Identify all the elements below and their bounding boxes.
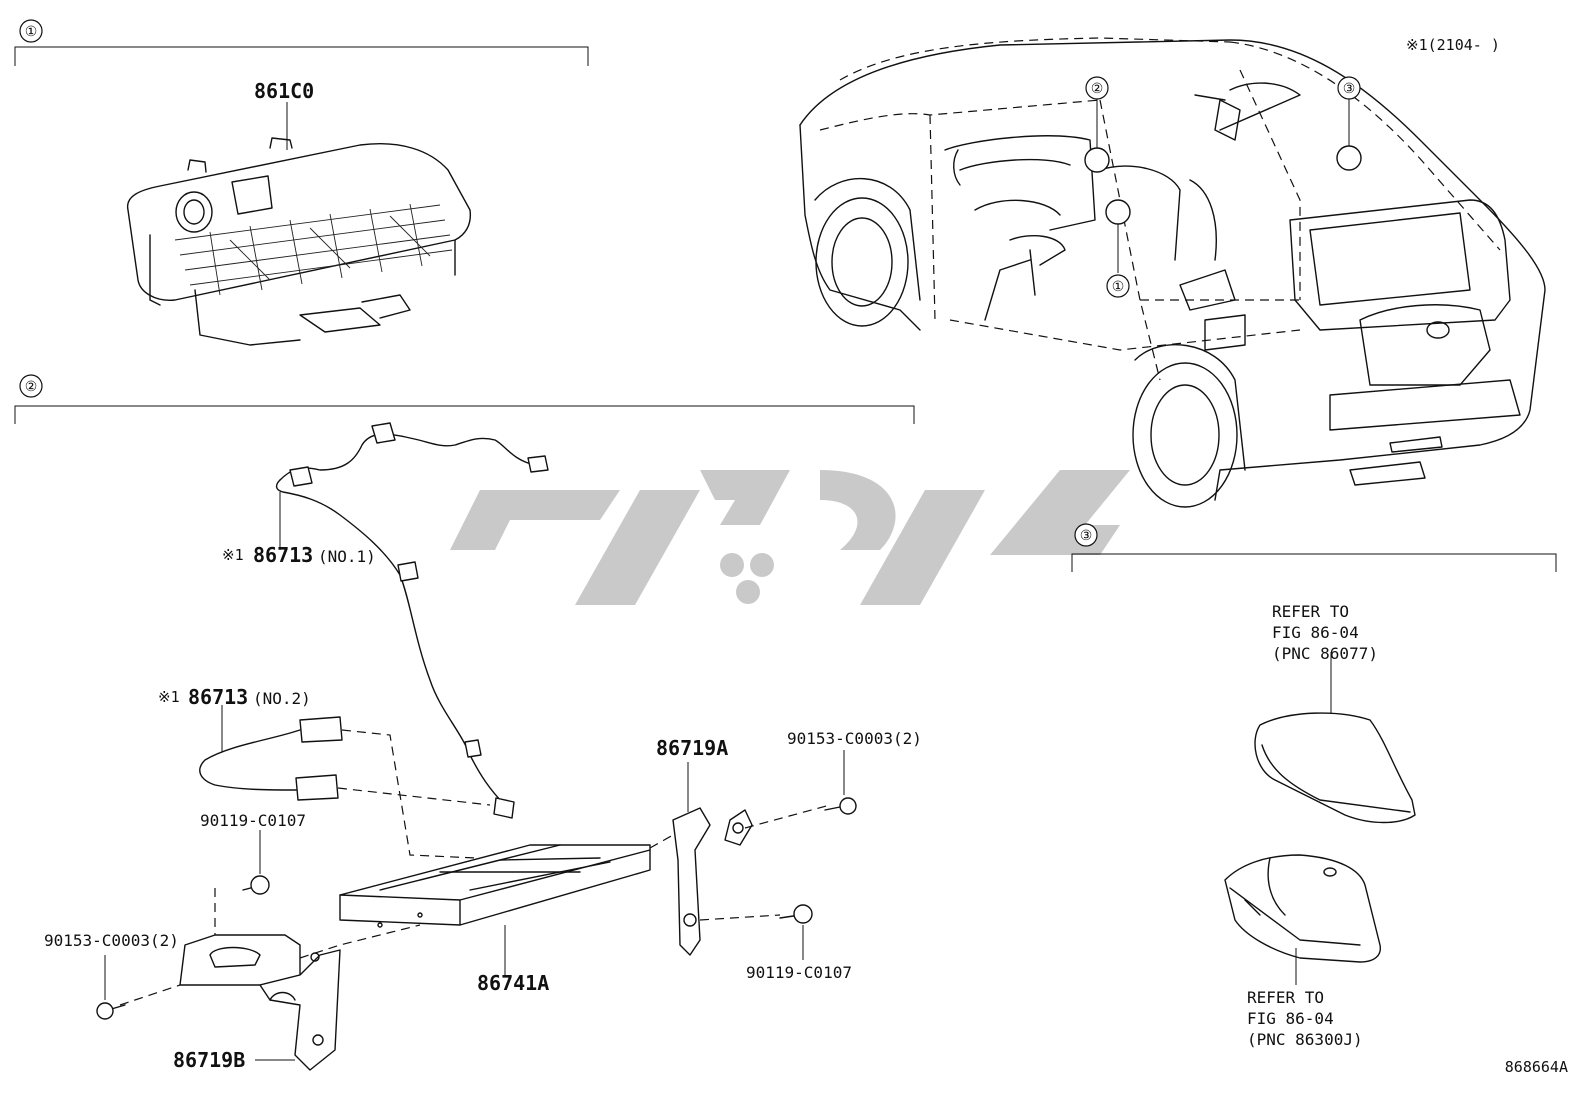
receiver-861c0-illustration [126, 102, 472, 346]
vehicle-callout-2: ② [1091, 81, 1104, 97]
ref2-line1: REFER TO [1247, 988, 1324, 1007]
bracket-86719a-illustration [649, 762, 831, 956]
vehicle-callout-1: ① [1112, 279, 1125, 295]
label-86741a: 86741A [477, 971, 549, 995]
group-1-number: ① [25, 24, 38, 40]
label-861c0: 861C0 [254, 79, 314, 103]
label-86713-no1-mark: ※1 [222, 546, 244, 564]
screw-right-illustration [779, 904, 813, 960]
label-90119-left: 90119-C0107 [200, 811, 306, 830]
screw-left-illustration [214, 830, 270, 950]
label-90119-right: 90119-C0107 [746, 963, 852, 982]
amplifier-86741a-illustration [339, 844, 651, 975]
ref2-line2: FIG 86-04 [1247, 1009, 1334, 1028]
label-90153-left: 90153-C0003(2) [44, 931, 179, 950]
antenna-base-illustration [1224, 854, 1382, 985]
label-86719b: 86719B [173, 1048, 245, 1072]
antenna-cord-no1-illustration [275, 422, 549, 819]
antenna-cord-no2-illustration [199, 705, 521, 861]
illustration-id: 868664A [1505, 1058, 1568, 1076]
label-86713-no2-suffix: (NO.2) [253, 689, 311, 708]
ref1-line3: (PNC 86077) [1272, 644, 1378, 663]
label-86713-no1: 86713 [253, 543, 313, 567]
group-1-header: ① [14, 19, 589, 66]
bolt-right-illustration [824, 750, 857, 815]
group-2-number: ② [25, 379, 38, 395]
group-3-number: ③ [1080, 528, 1093, 544]
bolt-left-illustration [96, 955, 126, 1020]
footnote: ※1(2104- ) [1406, 36, 1500, 54]
label-90153-right: 90153-C0003(2) [787, 729, 922, 748]
vehicle-illustration [799, 37, 1546, 508]
ref1-line2: FIG 86-04 [1272, 623, 1359, 642]
label-86719a: 86719A [656, 736, 728, 760]
watermark-logo [450, 470, 1130, 605]
group-3-header: ③ [1071, 523, 1557, 572]
bracket-86719b-illustration [119, 924, 421, 1071]
shark-fin-antenna-illustration [1254, 652, 1416, 824]
ref1-line1: REFER TO [1272, 602, 1349, 621]
label-86713-no1-suffix: (NO.1) [318, 547, 376, 566]
vehicle-callouts: ② ③ ① [1084, 76, 1362, 298]
ref2-line3: (PNC 86300J) [1247, 1030, 1363, 1049]
label-86713-no2-mark: ※1 [158, 688, 180, 706]
label-86713-no2: 86713 [188, 685, 248, 709]
group-2-header: ② [14, 374, 915, 424]
vehicle-callout-3: ③ [1343, 81, 1356, 97]
